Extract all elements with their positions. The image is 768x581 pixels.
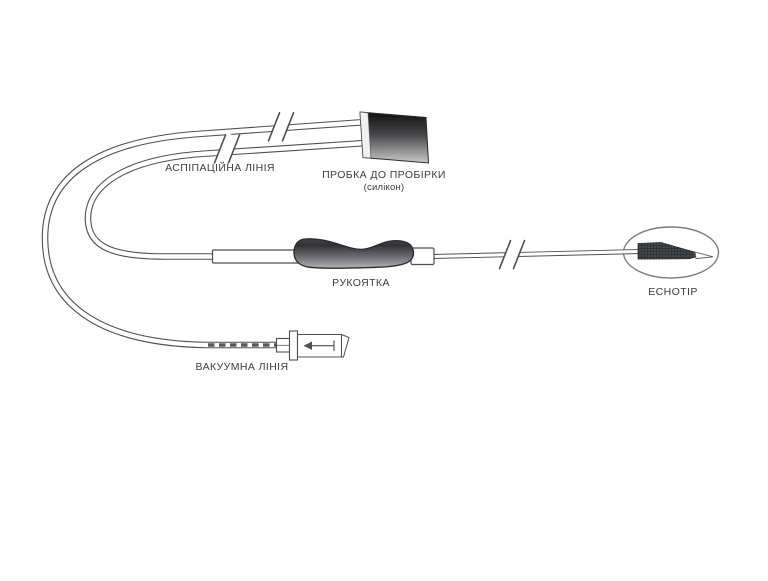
stopper-label: ПРОБКА ДО ПРОБІРКИ: [322, 169, 446, 181]
echotip-label: ECHOTIP: [648, 286, 698, 298]
aspiration-line-label: АСПІПАЦІЙНА ЛІНІЯ: [165, 162, 275, 174]
flow-arrow-icon: [303, 340, 335, 351]
break-mark-vacuum: [267, 110, 295, 143]
vacuum-luer-connector: [275, 330, 350, 361]
stopper-left-rim: [359, 111, 372, 159]
vacuum-line-tube: [41, 118, 367, 349]
handle: [293, 238, 435, 269]
vacuum-line-label: ВАКУУМНА ЛІНІЯ: [195, 361, 289, 373]
tube-stopper: [359, 111, 430, 164]
needle-tip-point: [694, 251, 714, 260]
stopper-sublabel: (силікон): [363, 182, 405, 193]
break-mark-needle-line: [498, 238, 526, 271]
sheath-connector: [211, 249, 304, 264]
connector-flange: [288, 330, 299, 361]
handle-label: РУКОЯТКА: [332, 277, 390, 289]
handle-right-connector: [410, 247, 435, 266]
echotip-needle: [637, 242, 714, 260]
break-mark-aspiration: [213, 132, 241, 166]
aspiration-line-tube: [84, 139, 367, 260]
connector-slanted-end: [341, 333, 350, 358]
needle-catheter-line: [432, 249, 641, 259]
